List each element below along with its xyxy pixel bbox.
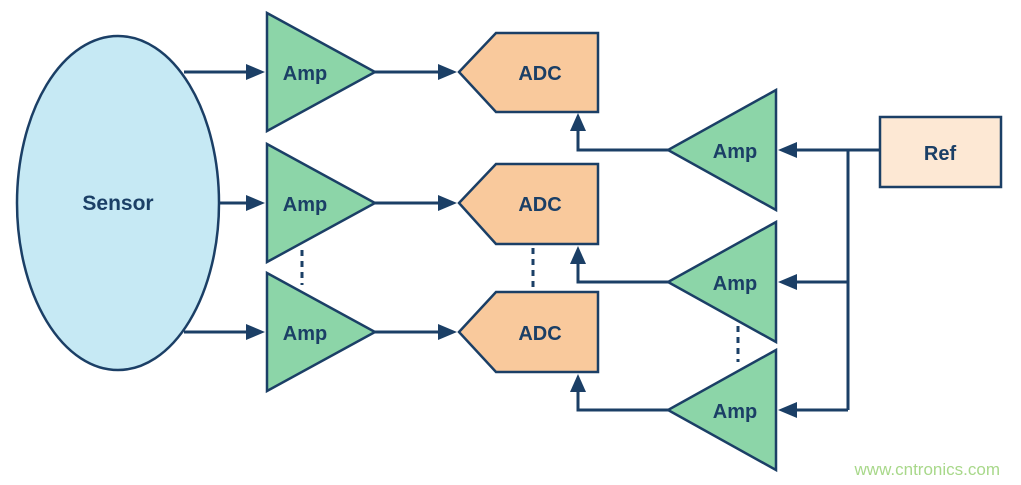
wire-ref-amp3-adc3 (576, 390, 668, 412)
ref-label: Ref (924, 143, 957, 165)
ref-amp-1-label: Amp (713, 141, 757, 163)
adc-channel-2 (457, 162, 600, 246)
amp-channel-1-label: Amp (283, 63, 327, 85)
adc-channel-3-label: ADC (518, 323, 561, 345)
amp-channel-3-label: Amp (283, 323, 327, 345)
ref-amp-2 (665, 219, 778, 345)
arrowhead-adc1 (438, 64, 457, 80)
sensor-label: Sensor (82, 192, 153, 215)
arrowhead-adc2 (438, 195, 457, 211)
arrowhead-amp1 (246, 64, 265, 80)
wire-ref-amp1-adc1 (576, 128, 668, 152)
arrowhead-adc3-ref (570, 374, 586, 392)
ref-amp-2-label: Amp (713, 273, 757, 295)
arrowhead-adc2-ref (570, 246, 586, 264)
arrowhead-ref-amp1 (778, 142, 797, 158)
amp-channel-2 (265, 141, 378, 265)
adc-channel-1-label: ADC (518, 63, 561, 85)
amp-channel-3 (265, 270, 378, 394)
adc-channel-1 (457, 31, 600, 114)
ref-amp-3 (665, 347, 778, 473)
wire-ref-amp2-adc2 (576, 262, 668, 284)
arrowhead-amp3 (246, 324, 265, 340)
arrowhead-amp2 (246, 195, 265, 211)
ref-amp-3-label: Amp (713, 401, 757, 423)
ref-block (878, 115, 1003, 189)
ref-amp-1 (665, 87, 778, 213)
watermark-text: www.cntronics.com (854, 460, 1000, 479)
arrowhead-ref-amp3 (778, 402, 797, 418)
arrowhead-adc1-ref (570, 113, 586, 131)
arrowhead-adc3 (438, 324, 457, 340)
arrowhead-ref-amp2 (778, 274, 797, 290)
amp-channel-1 (265, 10, 378, 134)
adc-channel-3 (457, 290, 600, 374)
amp-channel-2-label: Amp (283, 194, 327, 216)
adc-channel-2-label: ADC (518, 194, 561, 216)
